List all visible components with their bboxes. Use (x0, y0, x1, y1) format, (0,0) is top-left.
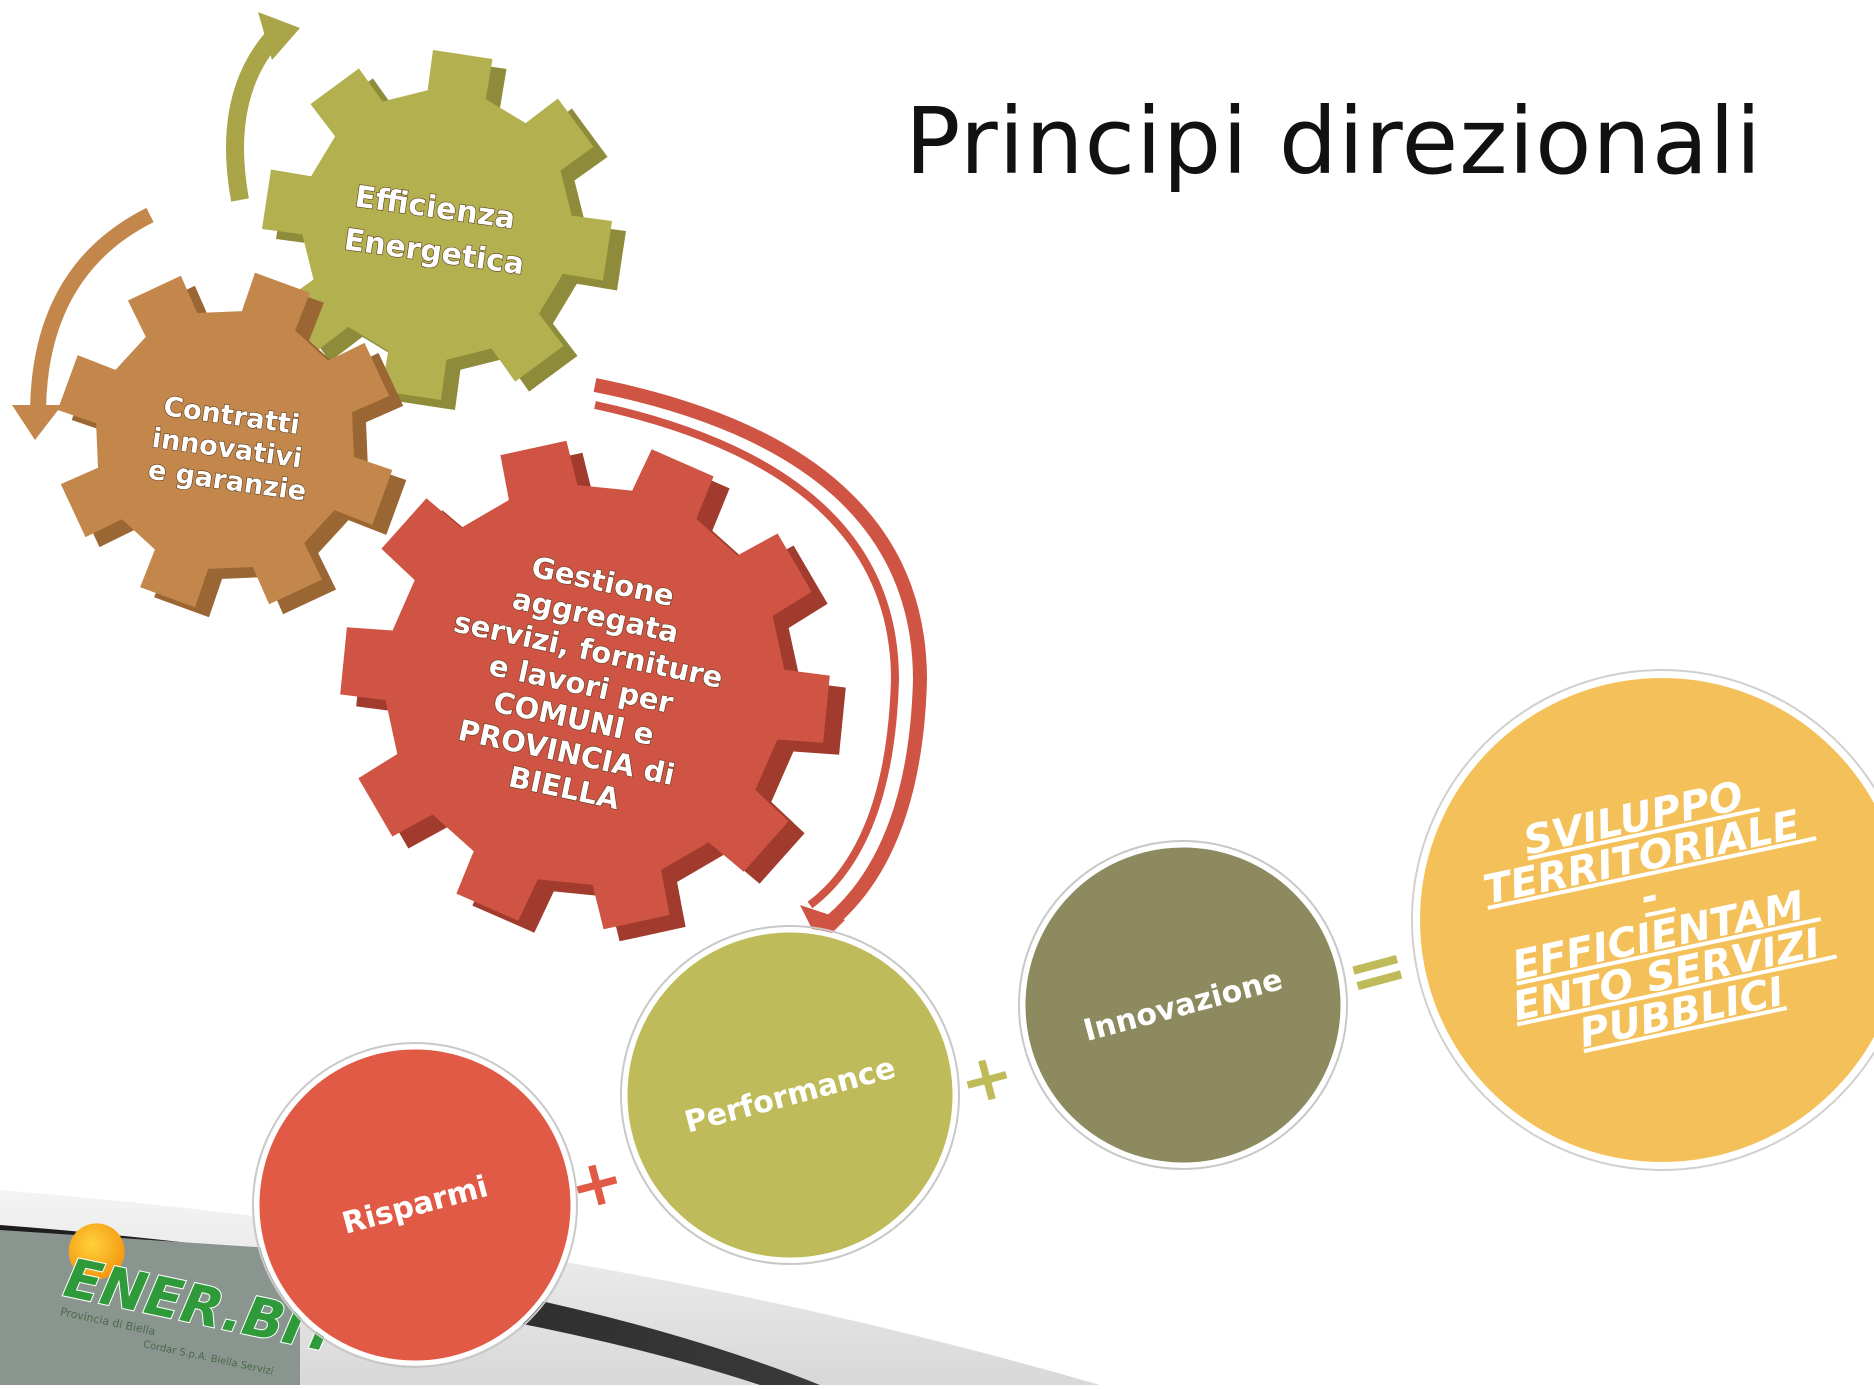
green-arrow (226, 23, 287, 202)
red-arc-outer (593, 378, 928, 936)
formula-term-risparmi: Risparmi (252, 1042, 578, 1368)
result-circle (1414, 672, 1874, 1168)
gear-shape (340, 440, 830, 930)
gear-gestione: Gestione aggregata servizi, forniture e … (340, 440, 846, 942)
term-circle (254, 1044, 576, 1366)
term-circle (1020, 842, 1346, 1168)
gear-contratti: Contratti innovativi e garanzie (57, 272, 407, 618)
orange-arrowhead-icon (12, 405, 62, 440)
page-title: Principi direzionali (905, 88, 1763, 195)
term-circle (622, 927, 958, 1263)
formula-term-innovazione: Innovazione (1018, 840, 1348, 1170)
logo-sun-icon (68, 1223, 125, 1280)
red-arc-inner (594, 401, 900, 909)
cycle-arrows (12, 12, 928, 945)
gear-shape (262, 50, 612, 400)
plus-operator-2: + (951, 1036, 1022, 1121)
equals-operator: = (1337, 922, 1417, 1019)
green-arrowhead-icon (258, 12, 300, 60)
gear-shape (57, 272, 393, 608)
red-arrowhead-icon (800, 905, 845, 945)
formula-result: SVILUPPO TERRITORIALE - EFFICIENTAM ENTO… (1411, 669, 1874, 1171)
formula-term-performance: Performance (620, 925, 960, 1265)
gear-efficienza: Efficienza Energetica (262, 50, 626, 410)
orange-arrow (30, 207, 154, 411)
